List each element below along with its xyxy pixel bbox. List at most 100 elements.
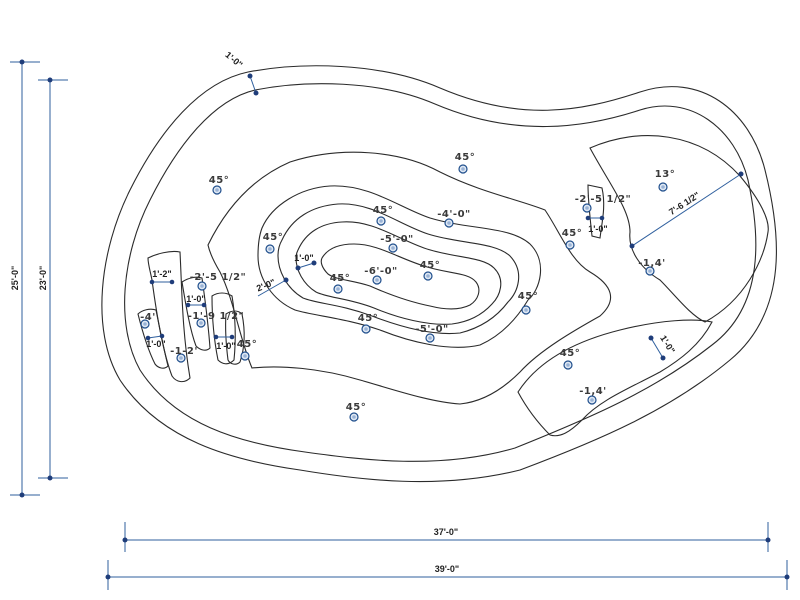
left-step-4 [211, 292, 236, 365]
deep-contour-3 [295, 221, 502, 325]
dim-coping-dot-2 [253, 90, 259, 96]
dim-inner-width-dot-right [765, 537, 771, 543]
marker-depth-4-label: -4' [140, 312, 156, 323]
marker-depth-2-5h-right: -2'-5 1/2" [575, 194, 632, 213]
dim-inner-height-dot-top [47, 77, 53, 83]
dim-left-step-1-dot-b [169, 279, 175, 285]
marker-slope-4-label: 45° [263, 232, 283, 243]
marker-depth-4-0: -4'-0" [437, 209, 470, 228]
marker-depth-6-0-label: -6'-0" [364, 266, 398, 277]
marker-slope-7-label: 45° [518, 291, 538, 302]
marker-slope-11-label: 45° [560, 348, 580, 359]
marker-slope-9: 45° [237, 339, 257, 361]
deep-contour-2 [277, 203, 520, 335]
dim-outer-height-dot-top [19, 59, 25, 65]
left-step-2 [137, 308, 169, 369]
dim-right-seat-dot-b [599, 215, 605, 221]
dim-left-step-1-dot-a [149, 279, 155, 285]
marker-slope-8: 45° [358, 313, 378, 334]
marker-depth-1-4-upper-label: -1,4' [638, 258, 665, 269]
dim-outer-width-dot-right [784, 574, 790, 580]
pool-inner-edge [124, 83, 757, 462]
marker-slope-3-label: 45° [373, 205, 393, 216]
marker-depth-5-0-bottom-label: -5'-0" [415, 324, 449, 335]
dim-right-step-dot-a [648, 335, 654, 341]
marker-slope-6-label: 45° [330, 273, 350, 284]
dim-left-step-2-line [147, 335, 163, 339]
marker-depth-5-0-top-label: -5'-0" [380, 234, 414, 245]
dim-outer-height-label: 25'-0" [10, 266, 20, 290]
dim-right-seat-dot-a [585, 215, 591, 221]
dim-step-band-line [257, 279, 287, 297]
dim-ledge-band-dot-2 [311, 260, 317, 266]
dim-inner-width-dot-left [122, 537, 128, 543]
marker-depth-4: -4' [140, 312, 156, 329]
marker-depth-1-4-lower: -1,4' [579, 386, 606, 405]
dim-left-step-3-dot-a [185, 302, 191, 308]
dim-right-seat-label: 1'-0" [588, 224, 607, 234]
dim-left-step-2-dot-b [159, 333, 165, 339]
marker-slope-10: 45° [562, 228, 582, 250]
marker-depth-2-5h-left: -2'-5 1/2" [190, 272, 247, 291]
dim-inner-height-dot-bottom [47, 475, 53, 481]
marker-slope-2-label: 45° [209, 175, 229, 186]
marker-depth-1-2-label: -1-2' [170, 346, 198, 357]
pool-right-seat [587, 184, 605, 239]
dim-right-width-dot-b [738, 171, 744, 177]
dim-ledge-band-dot-1 [295, 265, 301, 271]
marker-slope-2: 45° [209, 175, 229, 195]
left-step-3 [181, 276, 211, 351]
dim-outer-width-label: 39'-0" [435, 564, 459, 574]
marker-slope-4: 45° [263, 232, 283, 254]
dim-left-step-4-label: 1'-0" [216, 341, 235, 351]
marker-depth-2-5h-left-label: -2'-5 1/2" [190, 272, 247, 283]
deep-contour-4 [320, 243, 480, 310]
marker-slope-11: 45° [560, 348, 580, 370]
left-step-5 [225, 310, 245, 365]
dim-coping-label: 1'-0" [223, 50, 244, 70]
marker-depth-5-0-top: -5'-0" [380, 234, 414, 253]
marker-depth-6-0: -6'-0" [364, 266, 398, 285]
dim-step-band-dot [283, 277, 289, 283]
marker-slope-8-label: 45° [358, 313, 378, 324]
dim-ledge-band-line [297, 262, 315, 269]
marker-depth-1-4-upper: -1,4' [638, 258, 665, 276]
marker-slope-5: 45° [420, 260, 440, 281]
marker-slope-9-label: 45° [237, 339, 257, 350]
marker-depth-5-0-bottom: -5'-0" [415, 324, 449, 343]
dim-right-width-dot-a [629, 243, 635, 249]
dim-left-step-4-dot-b [229, 334, 235, 340]
marker-slope-10-label: 45° [562, 228, 582, 239]
dim-left-step-1-label: 1'-2" [152, 269, 171, 279]
pool-right-step [517, 319, 713, 437]
deep-contour-1 [257, 185, 542, 348]
marker-slope-7: 45° [518, 291, 538, 315]
dim-left-step-3-dot-b [201, 302, 207, 308]
pool-outer-edge [101, 65, 777, 483]
dim-left-step-3-label: 1'-0" [186, 294, 205, 304]
marker-slope-13-label: 13° [655, 169, 675, 180]
marker-slope-12-label: 45° [346, 402, 366, 413]
marker-slope-1: 45° [455, 152, 475, 174]
dim-right-step-dot-b [660, 355, 666, 361]
marker-slope-13: 13° [655, 169, 675, 192]
dim-coping-dot-1 [247, 73, 253, 79]
marker-depth-1-4-lower-label: -1,4' [579, 386, 606, 397]
dim-inner-width-label: 37'-0" [434, 527, 458, 537]
dim-left-step-2-label: 1'-0" [146, 339, 165, 349]
marker-depth-1-9h: -1'-9 1/2" [188, 311, 245, 328]
dim-outer-width-dot-left [105, 574, 111, 580]
dim-outer-height-dot-bottom [19, 492, 25, 498]
dim-left-step-4-dot-a [213, 334, 219, 340]
marker-slope-3: 45° [373, 205, 393, 226]
marker-depth-1-9h-label: -1'-9 1/2" [188, 311, 245, 322]
dim-right-step-label: 1'-0" [658, 334, 677, 356]
dim-right-width-line [631, 173, 742, 247]
marker-depth-2-5h-right-label: -2'-5 1/2" [575, 194, 632, 205]
pool-floor-outline [207, 151, 612, 405]
marker-depth-1-2: -1-2' [170, 346, 198, 363]
marker-slope-12: 45° [346, 402, 366, 422]
dim-right-step-line [650, 337, 664, 359]
